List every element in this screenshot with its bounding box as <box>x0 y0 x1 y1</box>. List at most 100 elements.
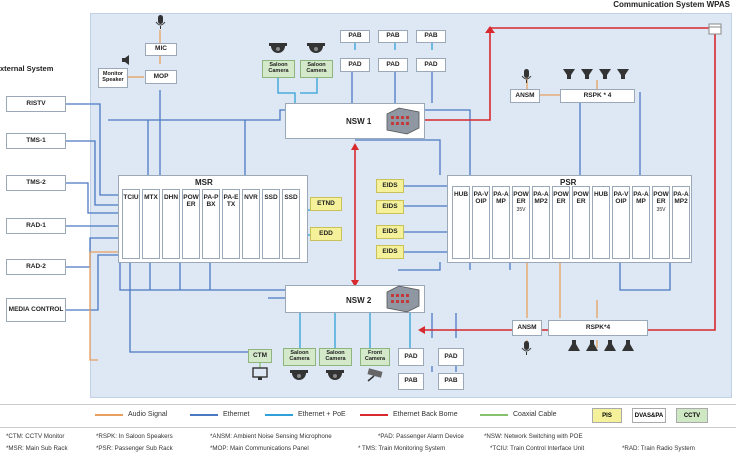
psr-module-sublabel: 35V <box>656 206 666 213</box>
footnote: *TCIU: Train Control Interface Unit <box>490 445 585 452</box>
eids-box-1: EIDS <box>376 179 404 193</box>
dome-camera-icon <box>326 370 344 380</box>
psr-module-label: HUB <box>453 191 469 198</box>
footnote: *MSR: Main Sub Rack <box>6 445 68 452</box>
psr-module: POWER <box>572 186 590 259</box>
psr-module: HUB <box>592 186 610 259</box>
psr-module-label: POWER <box>653 191 669 206</box>
speaker-array-icon <box>568 340 634 351</box>
pad-bottom-1: PAD <box>398 348 424 366</box>
msr-module: POWER <box>182 189 200 259</box>
network-switch-icon <box>386 107 420 135</box>
psr-module-sublabel: 35V <box>516 206 526 213</box>
external-media-control: MEDIA CONTROL <box>6 298 66 322</box>
psr-module-label: POWER <box>513 191 529 206</box>
footnote: * TMS: Train Monitoring System <box>358 445 446 452</box>
footnote: *ANSM: Ambient Noise Sensing Microphone <box>210 433 332 440</box>
legend-cctv: CCTV <box>676 408 708 423</box>
pad-top-2: PAD <box>378 58 408 72</box>
pab-bottom-2: PAB <box>438 373 464 390</box>
psr-module: PA-AMP2 <box>672 186 690 259</box>
legend-ethernet-poe: Ethernet + PoE <box>265 411 346 418</box>
mic-box: MIC <box>145 43 177 56</box>
eids-box-3: EIDS <box>376 225 404 239</box>
rspk-bottom: RSPK*4 <box>548 320 648 336</box>
legend: Audio Signal Ethernet Ethernet + PoE Eth… <box>0 404 736 428</box>
msr-module: SSD <box>282 189 300 259</box>
psr-module-label: PA-VOIP <box>473 191 489 206</box>
psr-module: PA-AMP2 <box>532 186 550 259</box>
wire-tms2 <box>66 182 118 214</box>
ansm-bottom: ANSM <box>512 320 542 336</box>
ctm-box: CTM <box>248 349 272 363</box>
pab-top-1: PAB <box>340 30 370 43</box>
legend-coax: Coaxial Cable <box>480 411 557 418</box>
psr-module: PA-VOIP <box>612 186 630 259</box>
wire-msr-nsw1 <box>108 109 285 121</box>
msr-module: MTX <box>142 189 160 259</box>
monitor-speaker-box: Monitor Speaker <box>98 68 128 88</box>
pad-top-3: PAD <box>416 58 446 72</box>
dome-camera-icon <box>307 43 325 53</box>
psr-module-label: PA-AMP <box>633 191 649 206</box>
psr-module-label: POWER <box>553 191 569 206</box>
connection-lines <box>66 26 716 372</box>
footnote: *RAD: Train Radio System <box>622 445 695 452</box>
external-rad1: RAD-1 <box>6 218 66 234</box>
saloon-camera-bottom-2: Saloon Camera <box>319 348 352 366</box>
front-camera-box: Front Camera <box>360 348 390 366</box>
rspk-top: RSPK * 4 <box>560 89 635 103</box>
saloon-camera-top-2: Saloon Camera <box>300 60 333 78</box>
network-switch-icon <box>386 285 420 313</box>
footnote: *RSPK: In Saloon Speakers <box>96 433 173 440</box>
msr-module: DHN <box>162 189 180 259</box>
psr-module-label: POWER <box>573 191 589 206</box>
external-system-title: xternal System <box>0 64 54 73</box>
legend-backbone: Ethernet Back Borne <box>360 411 458 418</box>
monitor-icon <box>252 367 268 380</box>
psr-module-label: HUB <box>593 191 609 198</box>
footnote: *PAD: Passenger Alarm Device <box>378 433 464 440</box>
psr-module: PA-AMP <box>632 186 650 259</box>
psr-module-label: PA-AMP2 <box>673 191 689 206</box>
dome-camera-icon <box>269 43 287 53</box>
msr-title: MSR <box>195 178 213 187</box>
nsw1-label: NSW 1 <box>346 117 372 126</box>
msr-module: PA-PBX <box>202 189 220 259</box>
microphone-icon <box>155 15 166 29</box>
edd-box: EDD <box>310 227 342 241</box>
bullet-camera-icon <box>367 368 383 382</box>
psr-module-label: PA-AMP <box>493 191 509 206</box>
dome-camera-icon <box>290 370 308 380</box>
msr-module: SSD <box>262 189 280 259</box>
legend-dvas: DVAS&PA <box>632 408 666 423</box>
external-rad2: RAD-2 <box>6 259 66 275</box>
legend-ethernet: Ethernet <box>190 411 249 418</box>
psr-module: PA-AMP <box>492 186 510 259</box>
pad-top-1: PAD <box>340 58 370 72</box>
legend-audio: Audio Signal <box>95 411 167 418</box>
external-tms2: TMS-2 <box>6 175 66 191</box>
ansm-top: ANSM <box>510 89 540 103</box>
footnote: *MOP: Main Communications Panel <box>210 445 309 452</box>
page-title: Communication System WPAS <box>613 0 730 9</box>
eids-box-4: EIDS <box>376 245 404 259</box>
mop-box: MOP <box>145 70 177 84</box>
wire-tms1 <box>66 140 118 206</box>
microphone-icon <box>521 341 532 355</box>
microphone-icon <box>521 69 532 83</box>
legend-pis: PIS <box>592 408 622 423</box>
psr-module-label: PA-VOIP <box>613 191 629 206</box>
psr-module: HUB <box>452 186 470 259</box>
pab-top-2: PAB <box>378 30 408 43</box>
footnote: *PSR: Passenger Sub Rack <box>96 445 173 452</box>
footnote: *CTM: CCTV Monitor <box>6 433 65 440</box>
wire-media <box>66 254 118 311</box>
external-tms1: TMS-1 <box>6 133 66 149</box>
msr-module: NVR <box>242 189 260 259</box>
external-ristv: RISTV <box>6 96 66 112</box>
msr-module: TCIU <box>122 189 140 259</box>
nsw2-label: NSW 2 <box>346 296 372 305</box>
